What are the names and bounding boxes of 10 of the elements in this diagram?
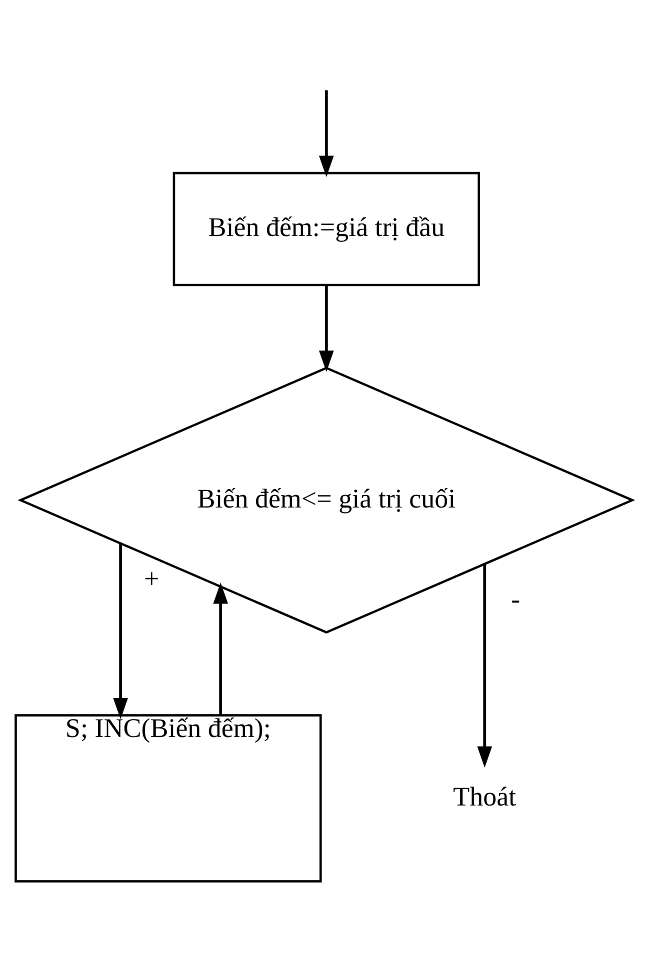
edge-label: + (144, 563, 160, 594)
arrow (318, 284, 334, 372)
node-box: Biến đếm:=giá trị đầu (172, 171, 480, 286)
arrow (213, 582, 228, 715)
node-box: S; INC(Biến đếm); (14, 714, 322, 882)
node-text: Thoát (453, 780, 516, 811)
arrow (318, 90, 334, 177)
edge-label: - (511, 584, 520, 614)
arrow (477, 564, 492, 768)
arrow (113, 543, 128, 719)
